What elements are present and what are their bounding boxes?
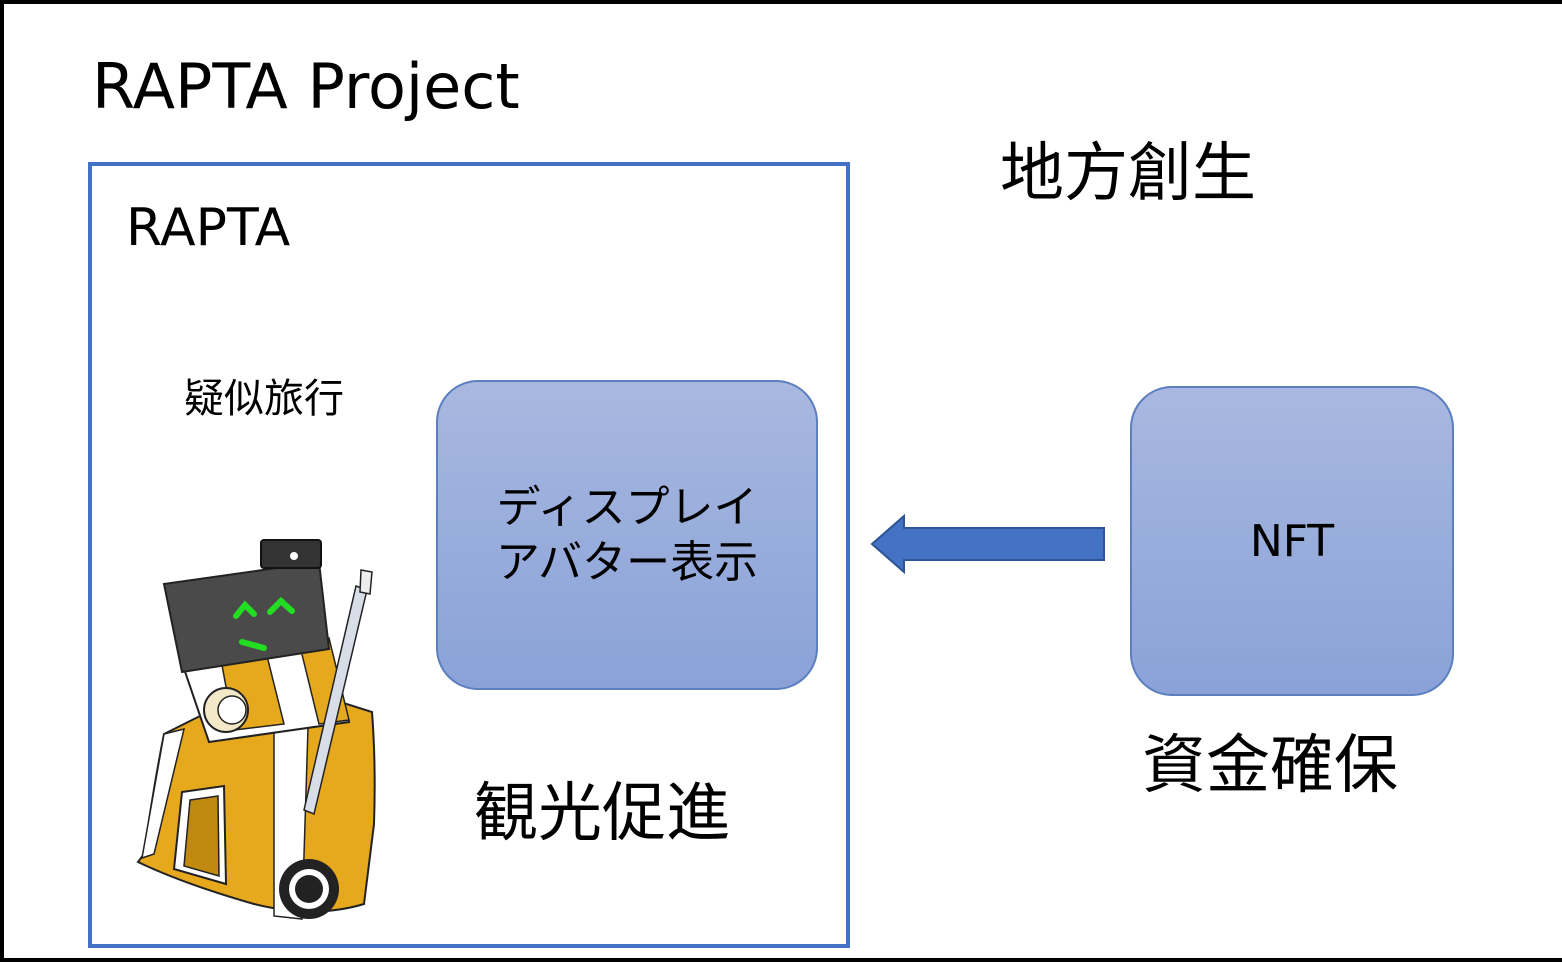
display-node-line1: ディスプレイ bbox=[496, 482, 758, 533]
display-node-line2: アバター表示 bbox=[495, 537, 759, 588]
tourism-promotion-label: 観光促進 bbox=[474, 777, 730, 851]
display-avatar-node: ディスプレイ アバター表示 bbox=[436, 380, 818, 690]
pseudo-travel-label: 疑似旅行 bbox=[184, 376, 344, 422]
funding-label: 資金確保 bbox=[1142, 729, 1398, 803]
rapta-label: RAPTA bbox=[126, 198, 291, 258]
robot-illustration bbox=[124, 524, 404, 948]
nft-node: NFT bbox=[1130, 386, 1454, 696]
nft-label: NFT bbox=[1249, 515, 1335, 567]
left-arrow-icon bbox=[870, 512, 1110, 580]
page-title: RAPTA Project bbox=[92, 50, 520, 123]
region-revitalization-label: 地方創生 bbox=[1000, 137, 1256, 211]
rapta-container bbox=[88, 162, 850, 948]
